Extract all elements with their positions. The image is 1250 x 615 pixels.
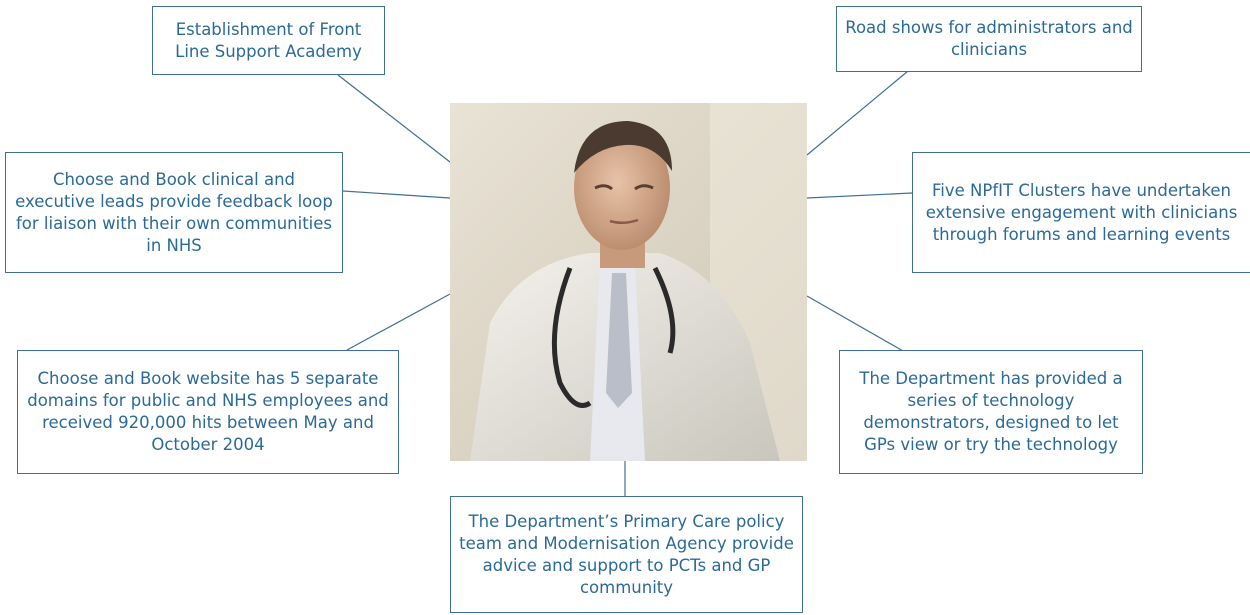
box-text: Five NPfIT Clusters have undertaken exte… <box>925 180 1238 244</box>
connector-mid-left <box>342 190 451 199</box>
box-text: Choose and Book website has 5 separate d… <box>27 369 389 454</box>
box-text: Choose and Book clinical and executive l… <box>15 169 333 255</box>
connector-top-right <box>806 70 909 156</box>
box-front-line-support-academy: Establishment of Front Line Support Acad… <box>152 6 385 75</box>
box-text: Establishment of Front Line Support Acad… <box>175 19 362 61</box>
doctor-photo <box>450 103 807 461</box>
box-text: The Department’s Primary Care policy tea… <box>459 511 794 597</box>
box-clinical-executive-leads: Choose and Book clinical and executive l… <box>5 152 343 273</box>
box-text: Road shows for administrators and clinic… <box>845 18 1133 59</box>
connector-low-left <box>346 293 451 351</box>
box-choose-and-book-website: Choose and Book website has 5 separate d… <box>17 350 399 474</box>
box-primary-care-policy-team: The Department’s Primary Care policy tea… <box>450 496 803 613</box>
box-technology-demonstrators: The Department has provided a series of … <box>839 350 1143 474</box>
box-road-shows: Road shows for administrators and clinic… <box>836 6 1142 72</box>
box-npfit-clusters: Five NPfIT Clusters have undertaken exte… <box>912 152 1250 273</box>
connector-low-right <box>806 295 911 356</box>
connector-top-left <box>337 74 451 163</box>
connector-mid-right <box>806 192 913 199</box>
box-text: The Department has provided a series of … <box>859 369 1123 454</box>
